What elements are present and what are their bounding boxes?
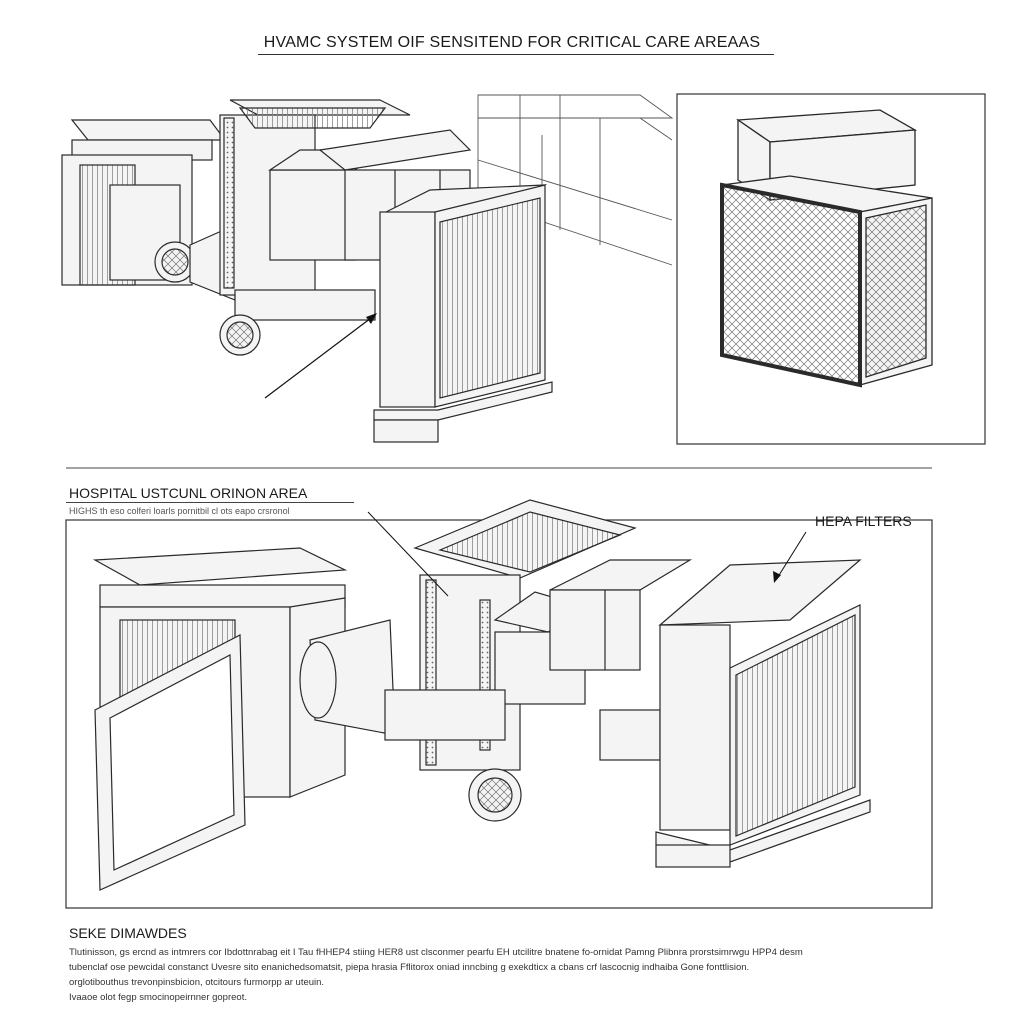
top-lower-duct <box>234 289 376 321</box>
pointer-arrow-icon <box>366 313 377 324</box>
section-title: HOSPITAL USTCUNL ORINON AREA <box>69 485 308 501</box>
legend-line: Ivaaoe olot fegp smocinopeirnner gopreot… <box>69 992 247 1003</box>
title-underline <box>258 54 774 55</box>
legend-line: tubenclaf ose pewcidal constanct Uvesre … <box>69 962 750 973</box>
bottom-cabinet-roof <box>92 547 348 586</box>
top-main-duct-top <box>318 129 472 171</box>
bottom-filter-side <box>659 624 731 831</box>
bottom-lower-duct <box>384 689 506 741</box>
bottom-ahu-assembly <box>92 499 871 891</box>
top-cabinet-roof <box>70 119 227 141</box>
hepa-inset-frame <box>676 93 986 445</box>
legend-title: SEKE DIMAWDES <box>69 925 187 941</box>
hepa-filter-box-icon <box>720 109 933 388</box>
section-subtitle: HIGHS th eso colferi loarls pornitbil cl… <box>69 506 290 516</box>
top-box-module <box>269 169 356 261</box>
bottom-duct <box>549 589 641 671</box>
page-title: HVAMC SYSTEM OIF SENSITEND FOR CRITICAL … <box>263 34 761 51</box>
hepa-filters-label: HEPA FILTERS <box>815 513 912 529</box>
legend-line: orglotibouthus trevonpinsbicion, otcitou… <box>69 977 325 988</box>
top-ahu-assembly <box>61 94 674 443</box>
hepa-pointer-arrow-icon <box>773 571 781 583</box>
section-title-rule <box>66 502 354 503</box>
bottom-filter-roof <box>658 559 862 626</box>
bottom-duct-top <box>549 559 693 591</box>
top-filter-bank-side <box>379 211 436 408</box>
legend-line: Tlutinisson, gs ercnd as intmrers cor Ib… <box>69 947 803 958</box>
